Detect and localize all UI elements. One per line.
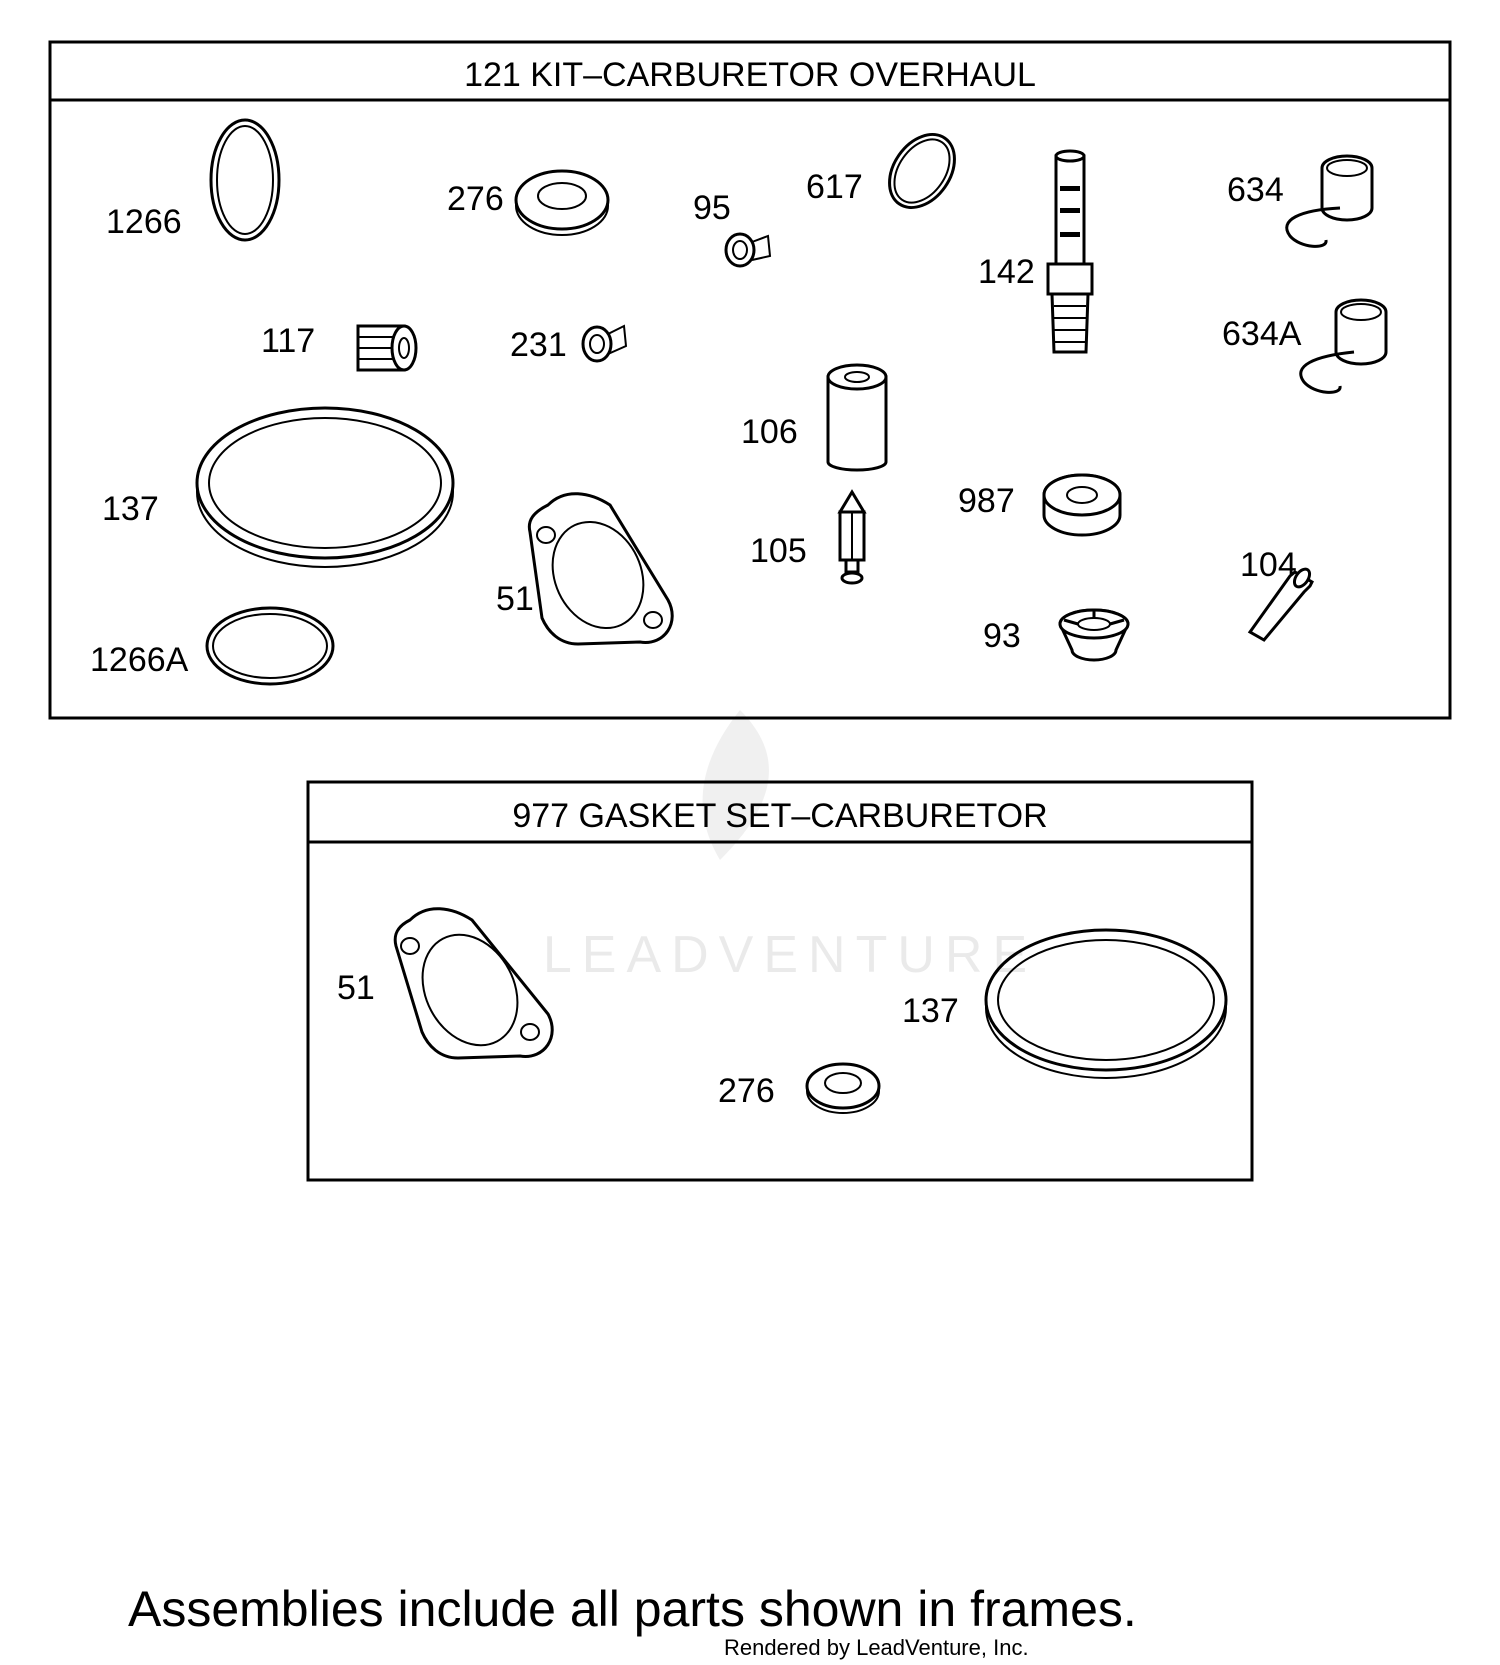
part-label-276[interactable]: 276 [447,180,504,218]
part-label-51[interactable]: 51 [496,580,534,618]
part-label-105[interactable]: 105 [750,532,807,570]
gasket-part-label-51[interactable]: 51 [337,969,375,1007]
part-106[interactable] [826,363,888,472]
part-label-104[interactable]: 104 [1240,546,1297,584]
kit-frame: 121 KIT–CARBURETOR OVERHAUL 1266 276 95 … [48,40,1452,720]
kit-frame-title: 121 KIT–CARBURETOR OVERHAUL [464,56,1036,94]
part-label-231[interactable]: 231 [510,326,567,364]
part-1266[interactable] [209,118,281,242]
part-617[interactable] [876,122,968,220]
part-label-142[interactable]: 142 [978,253,1035,291]
part-634[interactable] [1285,154,1374,248]
kit-frame-border [48,40,1452,720]
part-label-617[interactable]: 617 [806,168,863,206]
part-137[interactable] [195,406,455,568]
part-label-987[interactable]: 987 [958,482,1015,520]
part-117[interactable] [356,324,418,372]
render-credit: Rendered by LeadVenture, Inc. [724,1635,1029,1660]
part-label-1266[interactable]: 1266 [106,203,182,241]
part-142[interactable] [1046,149,1094,354]
gasket-part-label-137[interactable]: 137 [902,992,959,1030]
part-51[interactable] [527,492,674,646]
part-label-137[interactable]: 137 [102,490,159,528]
watermark-text: LEADVENTURE [543,926,1037,984]
part-label-117[interactable]: 117 [261,322,315,360]
assemblies-note: Assemblies include all parts shown in fr… [128,1581,1137,1637]
gasket-part-label-276[interactable]: 276 [718,1072,775,1110]
part-label-1266a[interactable]: 1266A [90,641,189,679]
gasket-part-276[interactable] [805,1062,881,1114]
part-987[interactable] [1042,473,1122,537]
part-label-634a[interactable]: 634A [1222,315,1302,353]
part-1266a[interactable] [205,606,335,686]
part-634a[interactable] [1299,298,1388,394]
part-105[interactable] [837,489,867,585]
part-104[interactable] [1247,566,1314,642]
watermark: LEADVENTURE [543,710,1037,984]
part-95[interactable] [724,232,772,268]
gasket-part-137[interactable] [984,928,1228,1079]
gasket-frame: 977 GASKET SET–CARBURETOR 51 137 276 [306,780,1254,1182]
part-276[interactable] [514,169,610,236]
gasket-frame-title: 977 GASKET SET–CARBURETOR [512,797,1047,835]
gasket-part-51[interactable] [393,907,554,1062]
part-231[interactable] [581,324,628,363]
gasket-frame-border [306,780,1254,1182]
watermark-flame-icon [702,710,769,860]
part-label-95[interactable]: 95 [693,189,731,227]
part-label-634[interactable]: 634 [1227,171,1284,209]
part-93[interactable] [1058,608,1130,662]
part-label-93[interactable]: 93 [983,617,1021,655]
part-label-106[interactable]: 106 [741,413,798,451]
